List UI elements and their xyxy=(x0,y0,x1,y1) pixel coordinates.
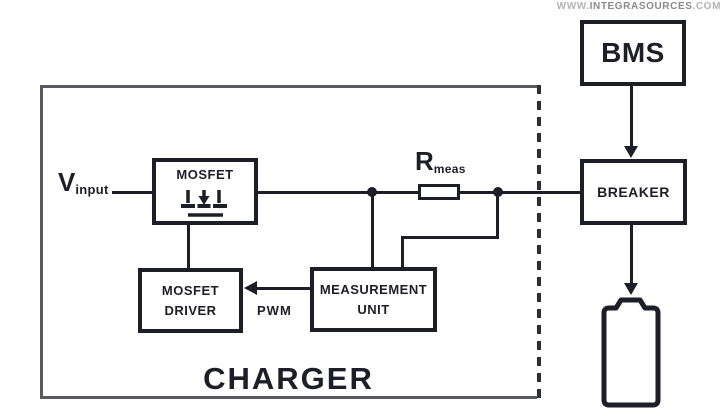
watermark: WWW.INTEGRASOURCES.COM xyxy=(557,1,721,12)
breaker-block: BREAKER xyxy=(580,159,687,225)
junction-dot-right xyxy=(493,187,503,197)
measurement-unit-block: MEASUREMENT UNIT xyxy=(310,267,437,332)
arrowhead-bms-to-breaker-icon xyxy=(624,146,638,158)
vinput-label: Vinput xyxy=(58,167,109,198)
rmeas-label-main: R xyxy=(415,146,434,176)
pwm-label: PWM xyxy=(257,303,292,318)
wire-sense-left-vertical xyxy=(371,192,374,268)
watermark-brand: INTEGRASOURCES xyxy=(589,1,693,12)
measurement-unit-label-line1: MEASUREMENT xyxy=(319,281,428,297)
wire-gate-to-driver xyxy=(187,215,190,268)
wire-bms-to-breaker xyxy=(630,85,633,147)
wire-sense-bend-vertical xyxy=(401,236,404,268)
battery-icon xyxy=(601,297,661,408)
wire-main-horizontal xyxy=(112,191,580,194)
watermark-suffix: .COM xyxy=(692,1,721,12)
vinput-label-sub: input xyxy=(75,182,109,197)
rmeas-resistor xyxy=(418,184,460,200)
junction-dot-left xyxy=(367,187,377,197)
charger-boundary-dashed-edge xyxy=(537,85,541,399)
vinput-label-main: V xyxy=(58,167,76,197)
mosfet-driver-block: MOSFET DRIVER xyxy=(138,268,243,333)
mosfet-driver-label-line1: MOSFET xyxy=(161,282,220,298)
charger-label: CHARGER xyxy=(203,361,374,396)
mosfet-symbol-icon xyxy=(181,190,227,217)
wire-sense-right-vertical xyxy=(496,192,499,239)
charger-boundary-box xyxy=(40,85,537,399)
bms-label: BMS xyxy=(601,37,665,68)
rmeas-label-sub: meas xyxy=(433,162,466,176)
rmeas-label: Rmeas xyxy=(415,146,466,177)
wire-sense-bend-horizontal xyxy=(401,236,499,239)
arrowhead-pwm-icon xyxy=(244,281,257,295)
bms-block: BMS xyxy=(580,20,686,86)
breaker-label: BREAKER xyxy=(597,184,670,200)
watermark-prefix: WWW. xyxy=(556,1,590,12)
measurement-unit-label-line2: UNIT xyxy=(357,301,390,317)
wire-breaker-to-battery xyxy=(630,225,633,284)
wire-pwm xyxy=(256,287,310,290)
mosfet-driver-label-line2: DRIVER xyxy=(164,302,217,318)
arrowhead-breaker-to-battery-icon xyxy=(624,283,638,295)
mosfet-label: MOSFET xyxy=(176,167,234,182)
